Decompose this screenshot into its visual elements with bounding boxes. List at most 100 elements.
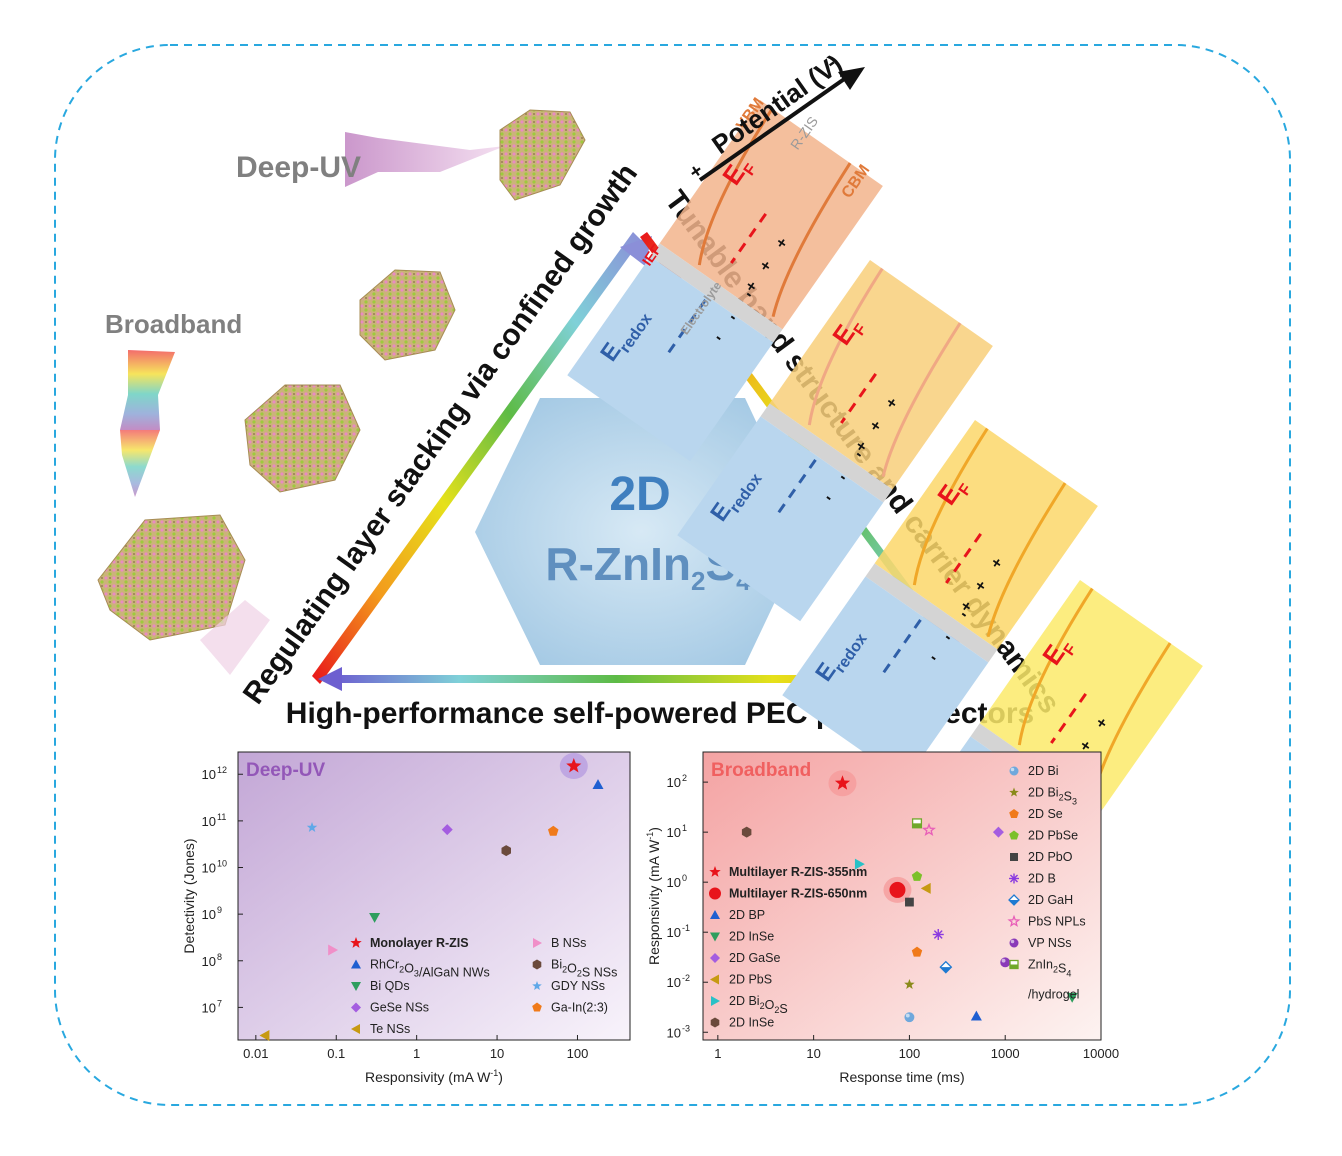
marker-diamond bbox=[710, 953, 720, 963]
data-point-te-nss bbox=[259, 1029, 270, 1041]
marker-asterisk-stroke bbox=[933, 930, 943, 939]
y-tick-base: 10 bbox=[202, 861, 216, 876]
marker-sphere bbox=[1009, 766, 1019, 776]
legend-text: Multilayer R-ZIS-355nm bbox=[729, 865, 867, 879]
plot-frame bbox=[237, 751, 631, 1041]
marker-triangle-down bbox=[710, 932, 720, 942]
marker-sphere-highlight bbox=[1010, 939, 1015, 944]
marker-triangle-right bbox=[533, 938, 542, 948]
legend-text: O bbox=[404, 962, 414, 976]
legend-label: GeSe NSs bbox=[370, 1001, 429, 1015]
legend-label: Monolayer R-ZIS bbox=[370, 936, 469, 950]
crystal-stack-large bbox=[244, 384, 361, 493]
data-point-2d-bi bbox=[904, 1012, 915, 1023]
broadband-light-tail-icon bbox=[120, 430, 160, 497]
y-tick-label: 10 bbox=[202, 861, 216, 876]
y-axis-title: Detectivity (Jones) bbox=[181, 838, 197, 953]
band-electrolyte-region bbox=[677, 416, 884, 622]
legend-label: 2D BP bbox=[729, 908, 765, 922]
deep-uv-light-icon bbox=[345, 132, 505, 187]
legend-label: VP NSs bbox=[1028, 936, 1072, 950]
y-tick-label: 10 bbox=[202, 767, 216, 782]
data-point-rhcr2o3-algan-nws bbox=[592, 779, 604, 789]
y-tick-base: 10 bbox=[202, 954, 216, 969]
legend-text: S NSs bbox=[582, 966, 617, 980]
legend-text: 2D PbS bbox=[729, 973, 772, 987]
data-point-b-nss bbox=[328, 944, 339, 956]
marker-sphere-highlight bbox=[905, 1013, 910, 1018]
x-tick-label: 10 bbox=[490, 1046, 504, 1061]
legend-label: 2D GaSe bbox=[729, 951, 780, 965]
legend-label: Bi QDs bbox=[370, 979, 410, 993]
marker-star-open bbox=[1007, 914, 1021, 927]
legend-text: 2D GaH bbox=[1028, 893, 1073, 907]
data-point-2d-gase bbox=[992, 826, 1004, 838]
y-tick-exponent: 1 bbox=[682, 823, 687, 833]
bottom-arrowhead-icon bbox=[318, 667, 342, 691]
y-axis-title-sup: -1 bbox=[645, 832, 655, 840]
y-tick-base: 10 bbox=[667, 925, 681, 940]
marker-sphere-highlight bbox=[1010, 767, 1015, 772]
legend-label: 2D Bi bbox=[1028, 764, 1059, 778]
legend-text: 2D Se bbox=[1028, 807, 1063, 821]
band-interface-region bbox=[760, 403, 893, 503]
legend-label: 2D InSe bbox=[729, 930, 774, 944]
marker-asterisk bbox=[1009, 873, 1019, 884]
y-tick-exponent: 11 bbox=[217, 812, 226, 822]
chart-title: Broadband bbox=[711, 760, 811, 781]
marker-star bbox=[350, 937, 362, 948]
legend-text: Monolayer R-ZIS bbox=[370, 936, 469, 950]
legend-label: 2D B bbox=[1028, 872, 1056, 886]
center-title-sub1: 2 bbox=[691, 566, 705, 596]
legend-text: 2D InSe bbox=[729, 930, 774, 944]
broadband-light-icon bbox=[120, 350, 175, 430]
legend-text: 2D Bi bbox=[1028, 764, 1059, 778]
legend-subscript: 4 bbox=[1066, 969, 1071, 979]
legend-label: 2D PbS bbox=[729, 973, 772, 987]
potential-axis bbox=[698, 73, 852, 182]
x-axis-title-sup: -1 bbox=[490, 1068, 498, 1078]
data-point-ga-in-2-3- bbox=[548, 825, 559, 836]
crystal-stack-small bbox=[499, 109, 586, 201]
x-axis-title: Responsivity (mA W-1) bbox=[365, 1068, 503, 1085]
marker-triangle-down bbox=[351, 982, 361, 991]
y-tick-exponent: 12 bbox=[217, 765, 227, 775]
band-curve-cbm bbox=[912, 427, 989, 586]
y-tick-exponent: 9 bbox=[217, 905, 222, 915]
legend-text: GeSe NSs bbox=[370, 1001, 429, 1015]
marker-circle bbox=[709, 887, 721, 900]
legend-text: ZnIn bbox=[1028, 958, 1053, 972]
y-tick-label: 10 bbox=[202, 954, 216, 969]
data-point-bi-qds bbox=[369, 913, 381, 923]
y-tick-exponent: 0 bbox=[682, 873, 687, 883]
plot-background bbox=[238, 752, 630, 1040]
y-tick-label: 10 bbox=[667, 775, 681, 790]
left-arrowhead-icon bbox=[620, 236, 652, 266]
center-hexagon bbox=[475, 398, 808, 665]
marker-asterisk-stroke bbox=[1009, 874, 1019, 883]
x-tick-label: 0.1 bbox=[327, 1046, 345, 1061]
band-interface-region bbox=[650, 243, 783, 343]
legend-text: VP NSs bbox=[1028, 936, 1072, 950]
legend-label: 2D Se bbox=[1028, 807, 1063, 821]
y-axis-title-main: Responsivity (mA W bbox=[646, 839, 662, 965]
center-title-main: R-ZnIn bbox=[545, 538, 691, 590]
x-tick-label: 1 bbox=[413, 1046, 420, 1061]
legend-label: PbS NPLs bbox=[1028, 915, 1086, 929]
dashed-border bbox=[54, 44, 1291, 1106]
marker-half-square-fill bbox=[1010, 964, 1018, 969]
marker-star bbox=[709, 866, 721, 877]
legend-label: Te NSs bbox=[370, 1022, 410, 1036]
band-curve-vbm bbox=[771, 162, 852, 318]
y-tick-label: 10 bbox=[667, 875, 681, 890]
y-tick-base: 10 bbox=[667, 875, 681, 890]
y-tick-label: 10 bbox=[202, 907, 216, 922]
legend-label: ZnIn2S4/hydrogel bbox=[1028, 958, 1079, 1002]
legend-subscript: 2 bbox=[760, 1001, 765, 1011]
legend-subscript: 2 bbox=[577, 969, 582, 979]
